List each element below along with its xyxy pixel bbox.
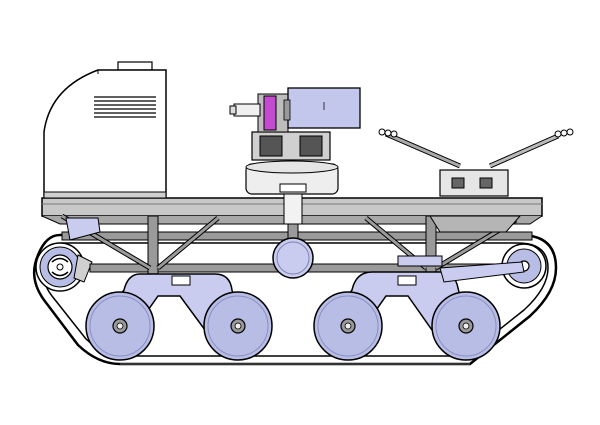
track-belt-outer (32, 233, 558, 366)
road-wheel-icon (431, 291, 501, 361)
vent-grille (94, 96, 156, 118)
road-wheel-icon (203, 291, 273, 361)
pan-tilt-turret (229, 87, 361, 225)
antenna-icon (378, 128, 574, 197)
return-roller (272, 237, 314, 279)
road-wheel-icon (313, 291, 383, 361)
chassis-frame (41, 197, 543, 279)
gimbal-motor (263, 95, 277, 131)
road-wheel-icon (85, 291, 155, 361)
sprocket-icon (35, 242, 93, 292)
rear-housing (43, 61, 167, 199)
